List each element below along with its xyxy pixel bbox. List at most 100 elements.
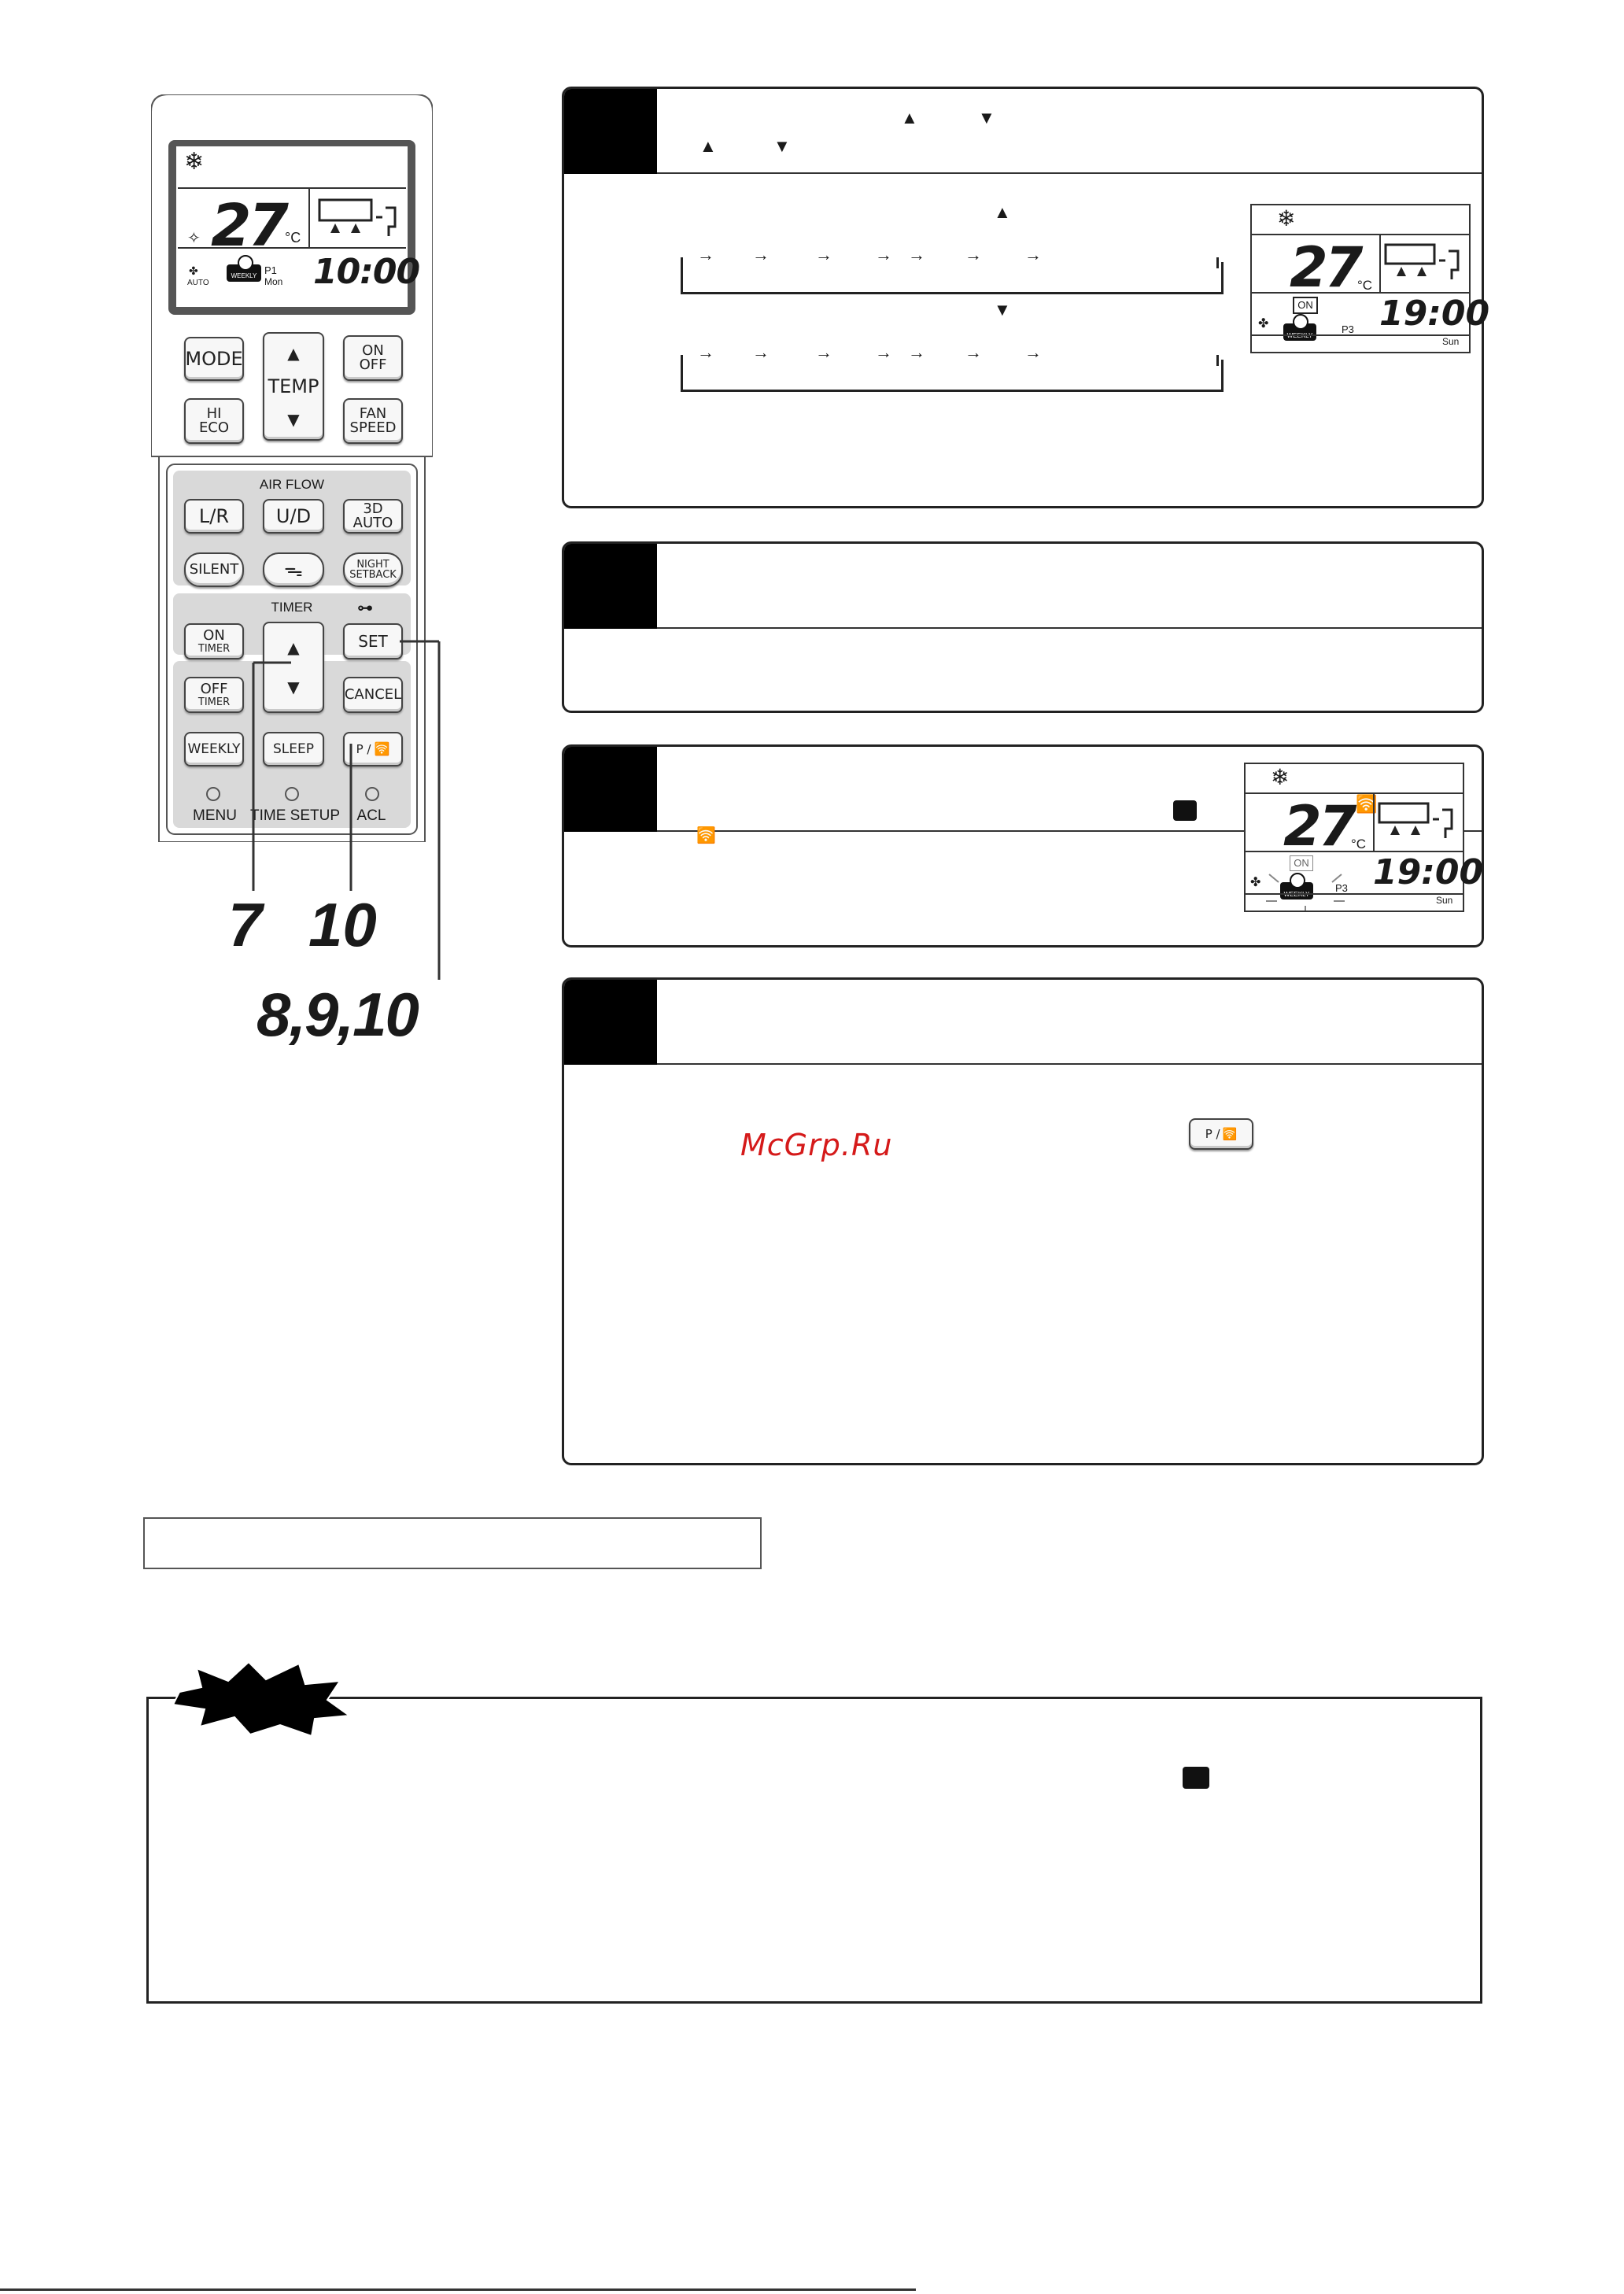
air-flow-label: AIR FLOW xyxy=(259,477,325,492)
timer-label: TIMER xyxy=(271,600,313,615)
remote-lcd-unit: °C xyxy=(285,230,301,246)
weekly-icon xyxy=(1183,1767,1209,1789)
menu-dot[interactable] xyxy=(206,787,220,801)
step-number-block xyxy=(564,980,657,1065)
remote-lcd-clock: 10:00 xyxy=(313,252,420,292)
mode-button[interactable]: MODE xyxy=(184,337,244,381)
fan-icon: ✤ xyxy=(1258,317,1269,331)
down-arrow-icon: ▼ xyxy=(773,136,791,156)
step-panel-4: McGrp.Ru P / 🛜 xyxy=(562,977,1484,1465)
remote-lcd-day: Mon xyxy=(264,276,283,287)
sequence-forward: →→→ →→→→ xyxy=(681,246,1224,294)
cool-mode-icon: ❄ xyxy=(184,149,205,175)
louver-icon xyxy=(1378,802,1453,838)
step-panel-1: ▲ ▼ ▲ ▼ ▲ →→→ →→→→ ▼ →→→ →→→→ ❄ 27 °C ON… xyxy=(562,87,1489,508)
set-button[interactable]: SET xyxy=(343,623,403,659)
weekly-badge: WEEKLY xyxy=(227,264,261,282)
callout-8-9-10: 8,9,10 xyxy=(257,980,419,1049)
up-arrow-icon: ▲ xyxy=(287,344,300,363)
lcd-program: P3 xyxy=(1342,323,1354,335)
key-lock-icon: ⊶ xyxy=(357,600,373,617)
remote-lcd-frame: ❄ ✧ 27 °C 10:00 WEEKLY P1 Mon ✤ AUTO xyxy=(168,140,420,315)
down-arrow-icon: ▼ xyxy=(978,108,995,127)
remote-lcd-program: P1 xyxy=(264,264,277,276)
step-number-block xyxy=(564,89,657,174)
step-panel-2 xyxy=(562,541,1484,713)
step-panel-3: 🛜 ❄ 27 °C 🛜 ON ✤ WEEKLY P3 19:00 Sun xyxy=(562,744,1484,948)
cool-mode-icon: ❄ xyxy=(1277,206,1296,231)
night-setback-button[interactable]: NIGHT SETBACK xyxy=(343,552,403,587)
louver-icon xyxy=(1384,243,1460,279)
face-icon: ᯓ xyxy=(284,559,303,581)
down-arrow-icon: ▼ xyxy=(994,300,1011,320)
temp-button[interactable]: ▲ TEMP ▼ xyxy=(263,332,324,441)
acl-dot[interactable] xyxy=(365,787,379,801)
up-arrow-icon: ▲ xyxy=(994,202,1011,222)
up-arrow-icon: ▲ xyxy=(901,108,918,127)
step-number-block xyxy=(564,544,657,629)
fan-icon: ✤ xyxy=(189,264,198,277)
lcd-display: ❄ 27 °C ON ✤ WEEKLY P3 19:00 Sun xyxy=(1250,204,1489,353)
sleep-button[interactable]: SLEEP xyxy=(263,732,324,767)
remote-control: ❄ ✧ 27 °C 10:00 WEEKLY P1 Mon ✤ AUTO M xyxy=(151,94,433,842)
bottom-rule xyxy=(0,2288,916,2291)
hi-eco-button[interactable]: HI ECO xyxy=(184,398,244,444)
callout-10: 10 xyxy=(308,890,377,959)
remote-lcd-screen: ❄ ✧ 27 °C 10:00 WEEKLY P1 Mon ✤ AUTO xyxy=(176,146,420,307)
cool-mode-icon: ❄ xyxy=(1271,765,1290,789)
clock-icon xyxy=(238,255,253,271)
lcd-clock: 19:00 xyxy=(1373,852,1484,892)
time-setup-dot[interactable] xyxy=(285,787,299,801)
lcd-clock: 19:00 xyxy=(1379,294,1490,334)
signal-icon: 🛜 xyxy=(696,827,716,844)
acl-label: ACL xyxy=(356,807,386,824)
ud-button[interactable]: U/D xyxy=(263,499,324,534)
silent-button[interactable]: SILENT xyxy=(184,552,244,587)
lcd-temperature: 27 xyxy=(1283,794,1356,859)
time-setup-label: TIME SETUP xyxy=(250,807,341,824)
human-sensor-button[interactable]: ᯓ xyxy=(263,552,324,587)
lcd-day: Sun xyxy=(1436,895,1453,906)
watermark: McGrp.Ru xyxy=(740,1128,893,1162)
lcd-temperature: 27 xyxy=(1290,235,1363,300)
on-off-button[interactable]: ON OFF xyxy=(343,335,403,381)
timer-adjust-button[interactable]: ▲ ▼ xyxy=(263,622,324,713)
lcd-day: Sun xyxy=(1442,336,1460,347)
off-timer-button[interactable]: OFF TIMER xyxy=(184,677,244,713)
lcd-display-blinking: ❄ 27 °C 🛜 ON ✤ WEEKLY P3 19:00 Sun xyxy=(1244,763,1483,912)
lr-button[interactable]: L/R xyxy=(184,499,244,534)
step-number-block xyxy=(564,747,657,832)
sequence-backward: →→→ →→→→ xyxy=(681,344,1224,392)
fan-icon: ✤ xyxy=(1250,876,1261,889)
weekly-icon xyxy=(1173,800,1197,821)
lcd-timer-mode: ON xyxy=(1290,855,1313,871)
louver-icon xyxy=(318,198,397,236)
p-signal-button-inline[interactable]: P / 🛜 xyxy=(1189,1118,1253,1150)
3d-auto-button[interactable]: 3D AUTO xyxy=(343,499,403,534)
clock-icon xyxy=(1290,873,1305,888)
lcd-timer-mode: ON xyxy=(1293,297,1318,314)
weekly-button[interactable]: WEEKLY xyxy=(184,732,244,767)
up-arrow-icon: ▲ xyxy=(699,136,717,156)
cancel-button[interactable]: CANCEL xyxy=(343,677,403,713)
up-arrow-icon: ▲ xyxy=(287,638,300,657)
callout-7: 7 xyxy=(228,890,263,959)
note-burst-icon xyxy=(173,1660,349,1736)
on-timer-button[interactable]: ON TIMER xyxy=(184,623,244,659)
blink-rays-icon xyxy=(1266,874,1345,911)
note-box xyxy=(146,1697,1482,2004)
down-arrow-icon: ▼ xyxy=(287,410,300,429)
lcd-unit: °C xyxy=(1357,278,1373,293)
menu-label: MENU xyxy=(193,807,237,824)
remote-lcd-fan-mode: AUTO xyxy=(187,279,209,287)
down-arrow-icon: ▼ xyxy=(287,678,300,696)
clock-icon xyxy=(1293,314,1308,330)
signal-icon: 🛜 xyxy=(1222,1126,1238,1141)
fan-speed-button[interactable]: FAN SPEED xyxy=(343,398,403,444)
lcd-program: P3 xyxy=(1335,882,1348,894)
sparkle-icon: ✧ xyxy=(187,230,201,247)
lcd-unit: °C xyxy=(1351,837,1367,851)
heading-box xyxy=(143,1517,762,1569)
p-signal-button[interactable]: P / 🛜 xyxy=(343,732,403,767)
